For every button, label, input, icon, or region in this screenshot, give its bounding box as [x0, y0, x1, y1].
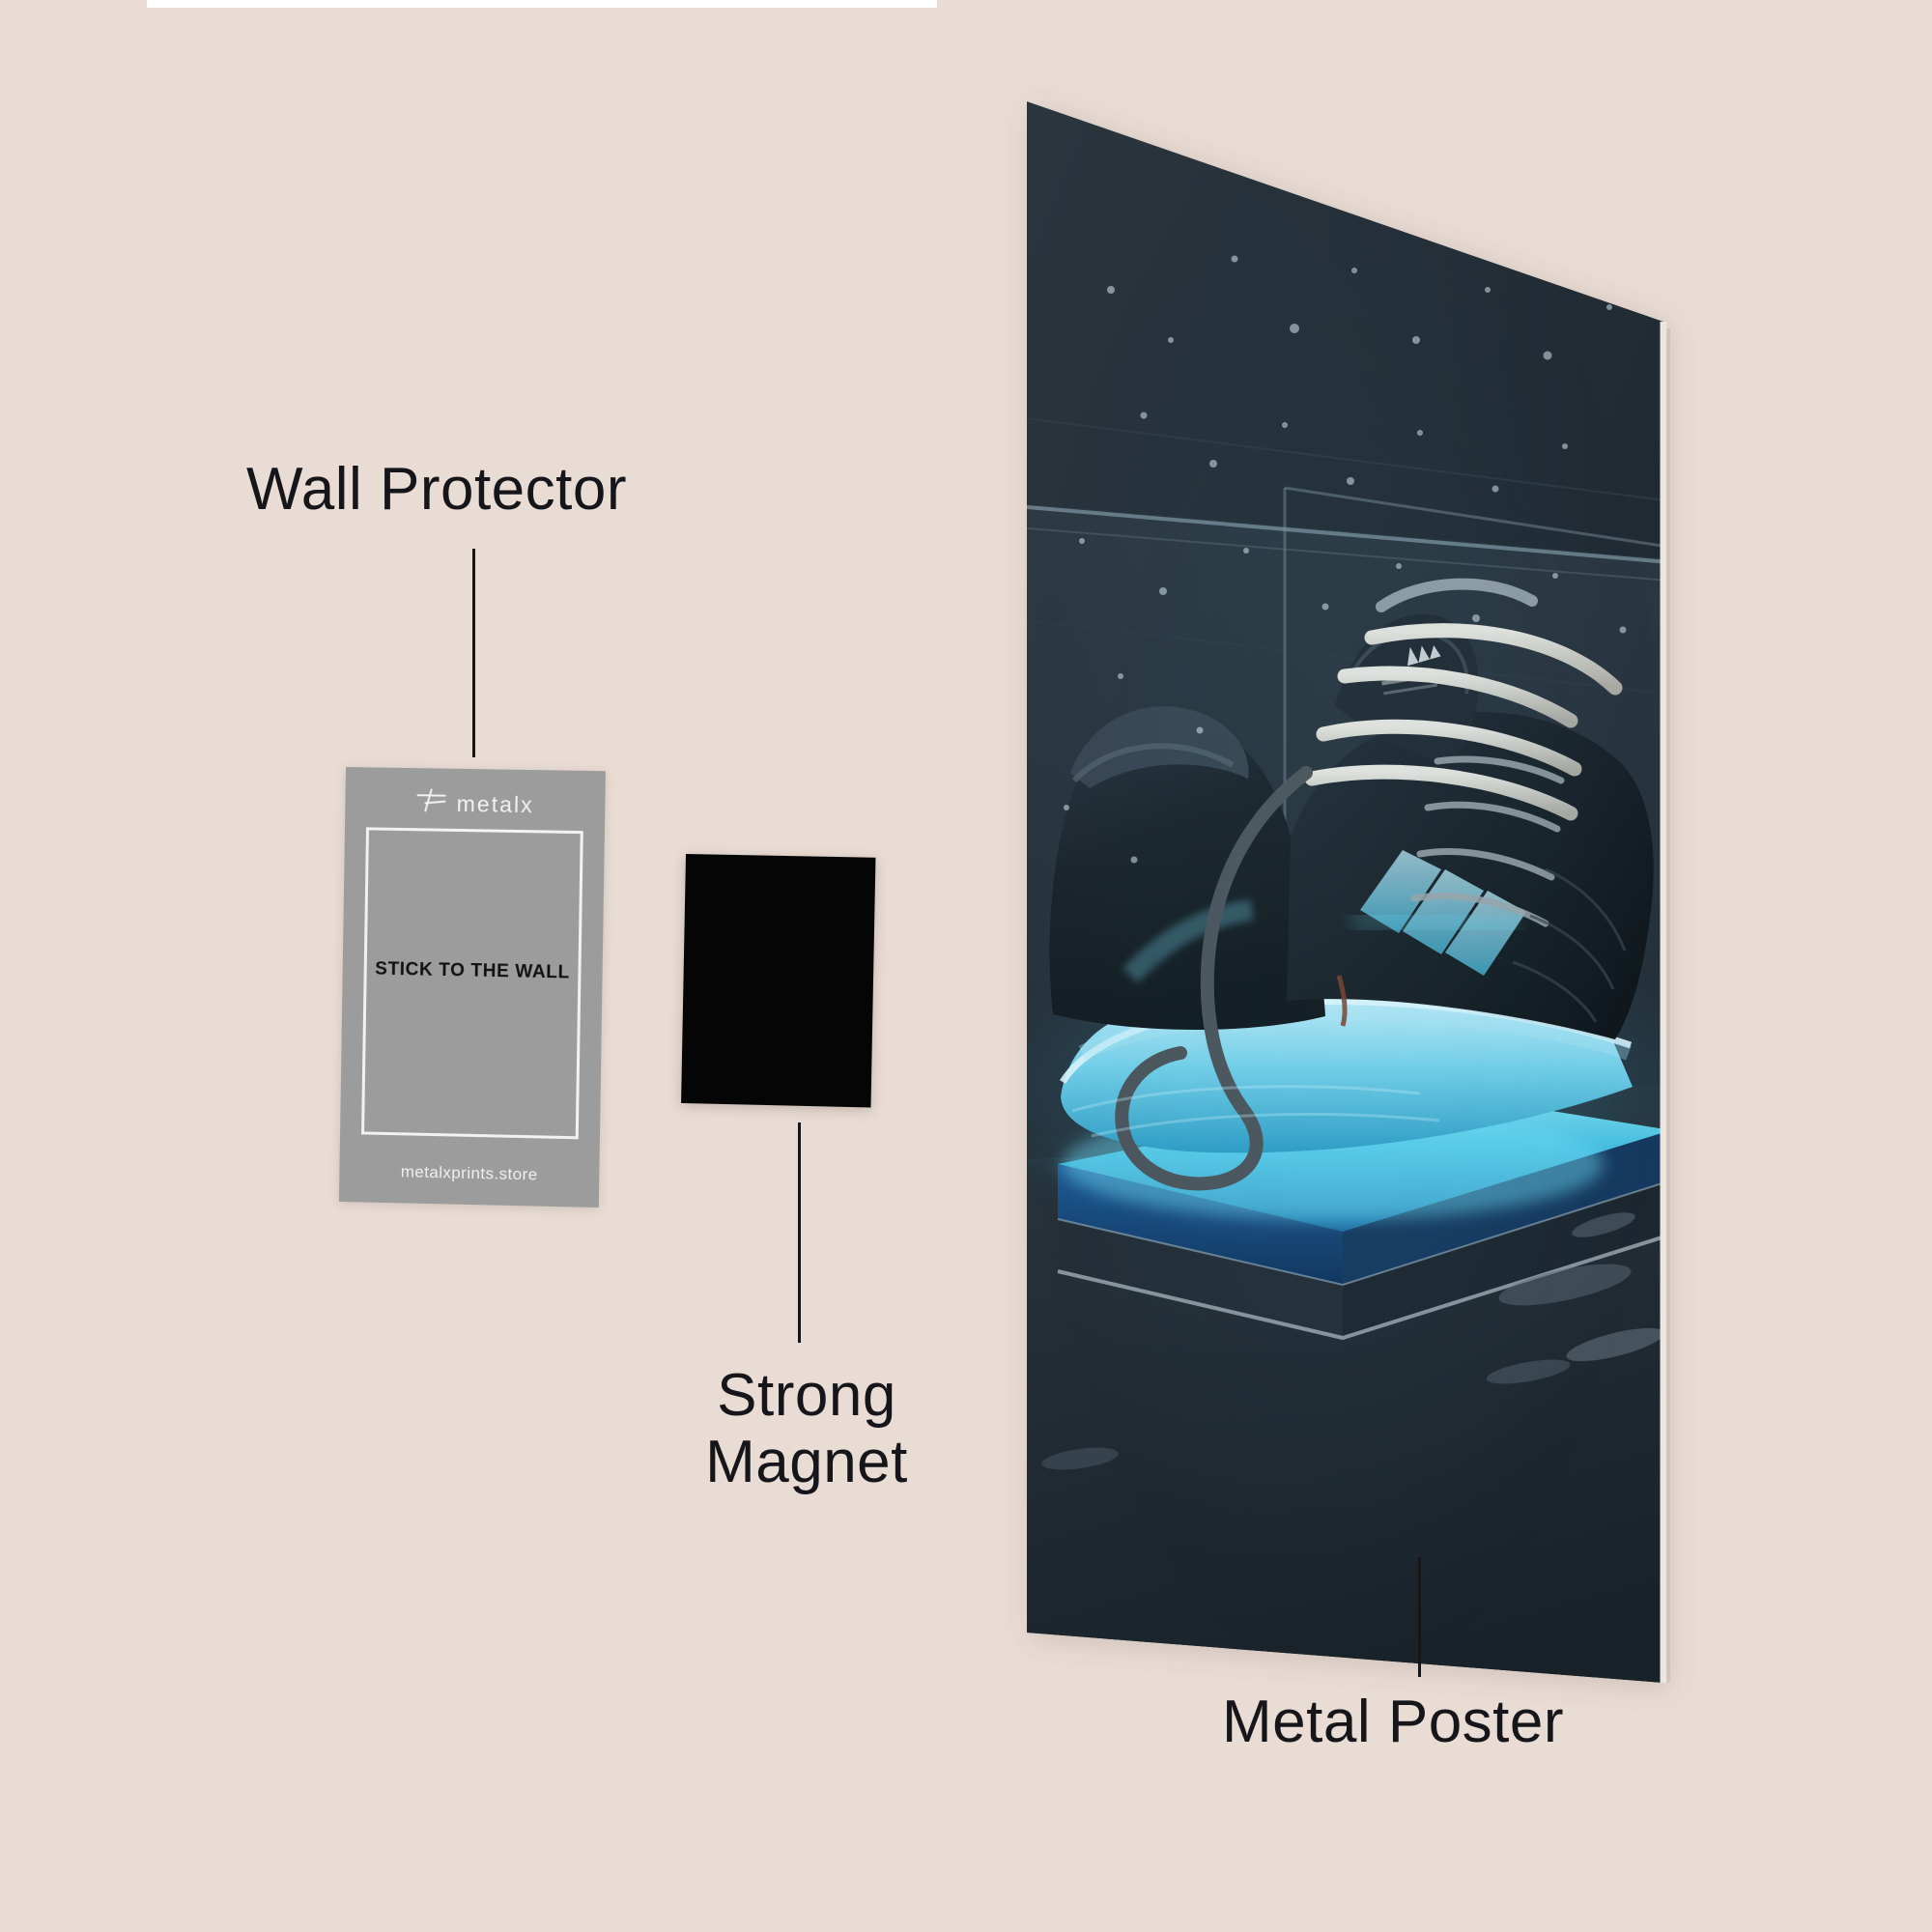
- strong-magnet-square: [681, 854, 876, 1108]
- store-url-text: metalxprints.store: [400, 1162, 538, 1184]
- top-white-strip: [147, 0, 937, 8]
- metalx-brand-text: metalx: [456, 790, 534, 817]
- callout-label-wall-protector: Wall Protector: [246, 456, 628, 523]
- leader-line-wall-protector: [472, 549, 475, 757]
- wall-protector-card: metalx STICK TO THE WALL metalxprints.st…: [338, 767, 606, 1208]
- leader-line-metal-poster: [1418, 1557, 1421, 1677]
- metalx-logo: metalx: [345, 786, 605, 821]
- metalx-cross-logo-icon: [415, 787, 449, 819]
- callout-label-strong-magnet: Strong Magnet: [705, 1362, 908, 1496]
- callout-label-metal-poster: Metal Poster: [1222, 1689, 1565, 1755]
- leader-line-strong-magnet: [798, 1122, 801, 1343]
